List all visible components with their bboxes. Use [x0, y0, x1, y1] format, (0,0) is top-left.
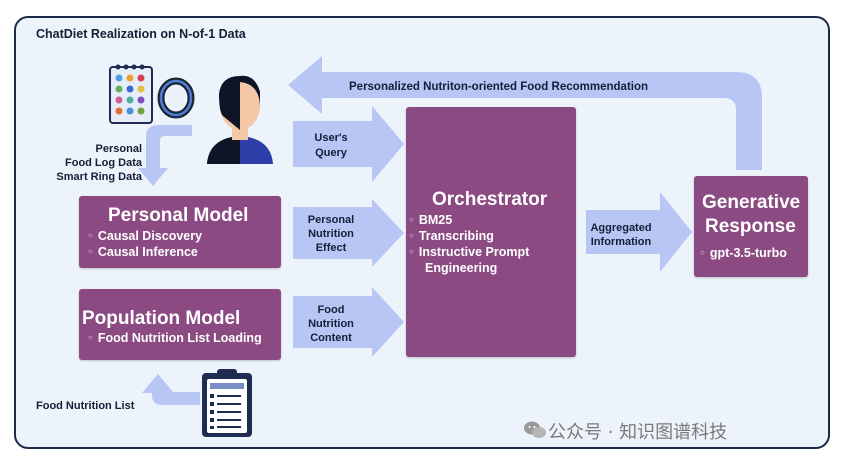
orchestrator-title: Orchestrator	[432, 189, 548, 210]
food-list-loading-item: Food Nutrition List Loading	[88, 331, 262, 345]
food-content-arrow	[293, 287, 404, 357]
content-label-line1: Food	[317, 304, 345, 316]
effect-label-line2: Nutrition	[308, 228, 354, 240]
personal-effect-arrow	[293, 199, 404, 267]
personal-data-arrow	[138, 125, 192, 186]
content-label-line2: Nutrition	[308, 318, 354, 330]
wechat-icon	[524, 420, 546, 445]
user-query-label-line2: Query	[315, 147, 347, 159]
food-list-arrow	[142, 374, 200, 405]
user-query-label-line1: User's	[314, 132, 348, 144]
personal-model-title: Personal Model	[108, 205, 249, 226]
content-label-line3: Content	[310, 332, 352, 344]
population-model-title: Population Model	[82, 308, 241, 329]
watermark-text: 公众号 · 知识图谱科技	[548, 422, 728, 443]
smart-ring-data-label: Smart Ring Data	[56, 171, 142, 183]
effect-label-line1: Personal	[307, 214, 355, 226]
aggregated-label-line2: Information	[590, 236, 652, 248]
user-avatar-icon	[203, 72, 277, 169]
transcribing-item: Transcribing	[409, 229, 494, 243]
food-log-data-label: Food Log Data	[65, 157, 142, 169]
generative-title-line2: Response	[705, 216, 796, 237]
orchestrator-box: Orchestrator BM25 Transcribing Instructi…	[406, 107, 576, 357]
personal-input-label: Personal	[95, 143, 142, 155]
population-model-box: Population Model Food Nutrition List Loa…	[79, 289, 281, 360]
aggregated-arrow	[586, 192, 692, 272]
feedback-label: Personalized Nutriton-oriented Food Reco…	[349, 81, 649, 93]
food-log-notebook-icon	[108, 63, 156, 130]
instructive-prompt-item: Instructive Prompt	[409, 245, 529, 259]
nutrition-clipboard-icon	[200, 367, 254, 444]
user-query-arrow	[293, 106, 404, 182]
effect-label-line3: Effect	[315, 242, 347, 254]
diagram-title: ChatDiet Realization on N-of-1 Data	[36, 27, 246, 41]
generative-title-line1: Generative	[702, 192, 801, 213]
generative-response-box: Generative Response gpt-3.5-turbo	[694, 176, 808, 277]
feedback-arrow	[288, 56, 762, 170]
gpt-model-item: gpt-3.5-turbo	[700, 246, 787, 260]
bm25-item: BM25	[409, 213, 452, 227]
causal-inference-item: Causal Inference	[88, 245, 198, 259]
aggregated-label-line1: Aggregated	[590, 222, 652, 234]
engineering-line: Engineering	[425, 261, 498, 275]
smart-ring-icon	[157, 73, 195, 124]
causal-discovery-item: Causal Discovery	[88, 229, 202, 243]
personal-model-box: Personal Model Causal Discovery Causal I…	[79, 196, 281, 268]
food-nutrition-list-label: Food Nutrition List	[36, 400, 135, 412]
